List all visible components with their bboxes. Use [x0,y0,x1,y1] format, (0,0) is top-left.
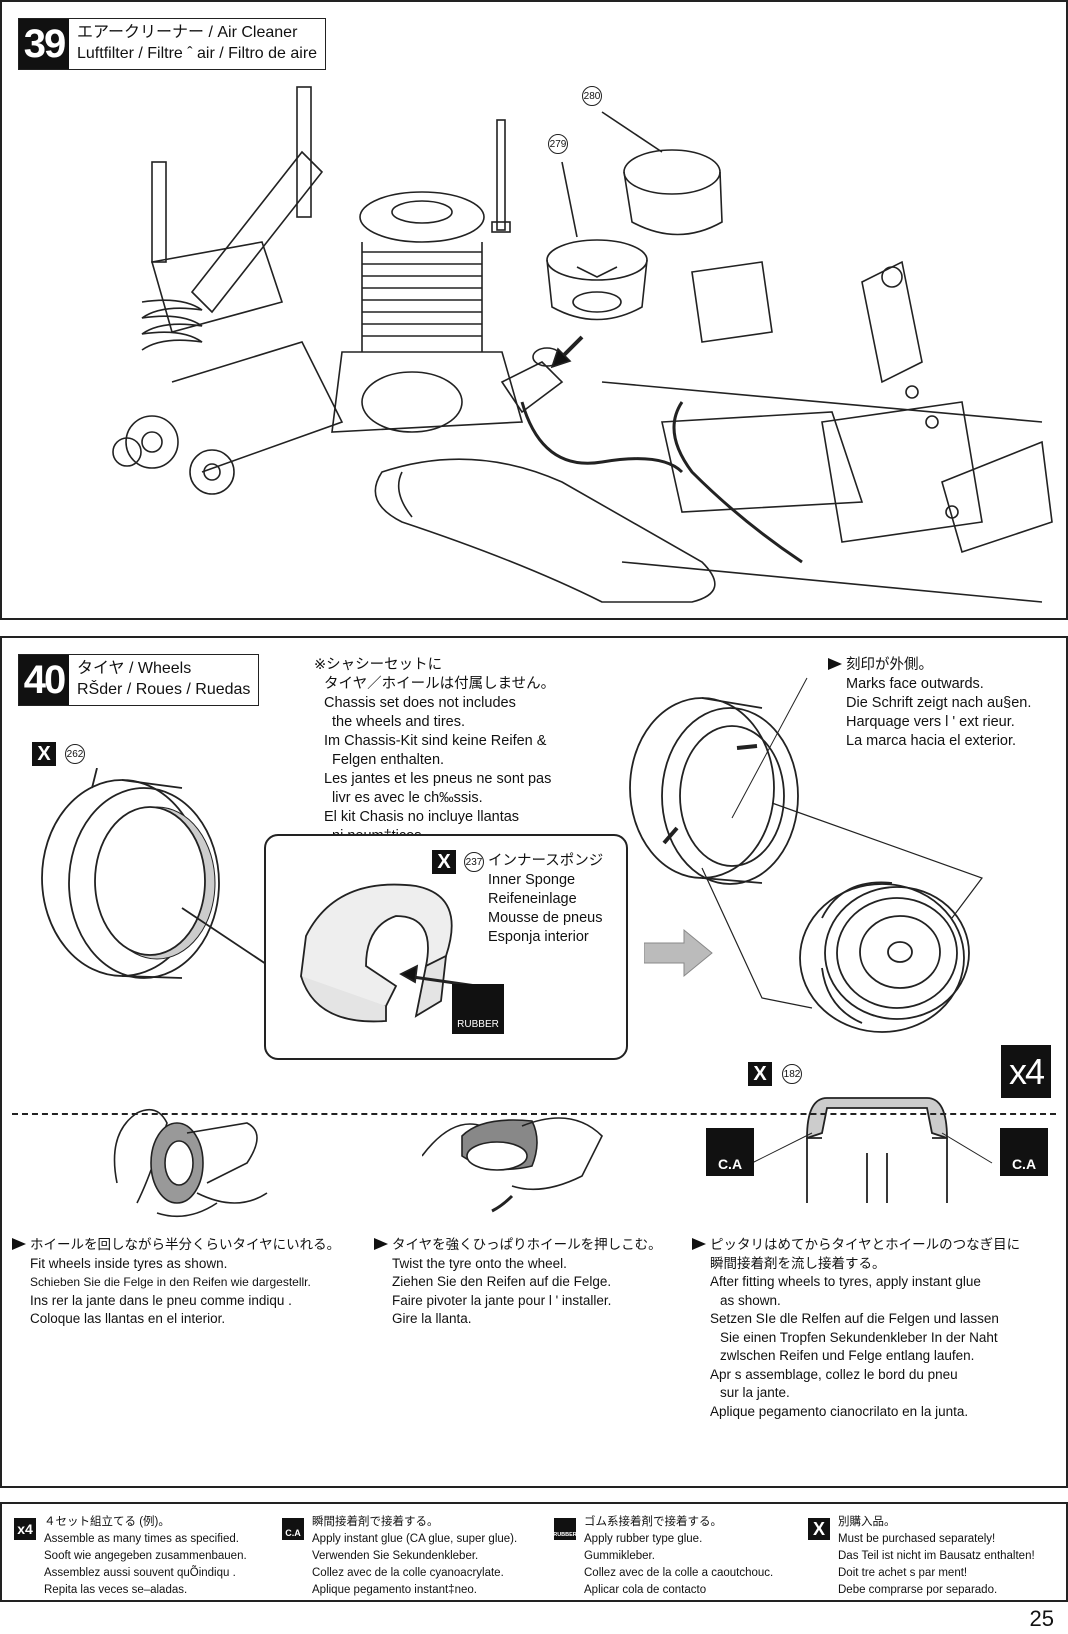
step-39-panel: 39 エアークリーナー / Air Cleaner Luftfilter / F… [0,0,1068,620]
hands-fit-wheel-illustration [113,1108,268,1218]
instruction-twist-tyre: タイヤを強くひっぱりホイールを押しこむ。 Twist the tyre onto… [374,1236,662,1329]
part-callout-279: 279 [548,134,568,154]
step-title-line1: エアークリーナー / Air Cleaner [77,24,298,41]
legend-x: 別購入品。 Must be purchased separately! Das … [838,1516,1035,1596]
part-callout-237: 237 [464,852,484,872]
part-callout-262: 262 [65,744,85,764]
hands-twist-tyre-illustration [422,1117,603,1213]
sponge-label: インナースポンジ Inner Sponge Reifeneinlage Mous… [488,853,604,945]
purchase-separately-icon: X [432,850,456,874]
legend-ca: 瞬間接着剤で接着する。 Apply instant glue (CA glue,… [312,1516,518,1596]
purchase-separately-icon: X [32,742,56,766]
tyre-illustration [41,768,273,979]
sponge-inset: X 237 インナースポンジ Inner Sponge Reifeneinlag… [264,834,628,1060]
rubber-glue-icon: RUBBER [452,984,504,1034]
step-title-line2: Luftfilter / Filtre ˆ air / Filtro de ai… [77,45,318,62]
engine-chassis-illustration [112,86,1053,603]
step-40-panel: 40 タイヤ / Wheels RŠder / Roues / Ruedas ※… [0,636,1068,1488]
glue-joint-illustration [751,1097,993,1203]
chassis-note: ※シャシーセットに タイヤ／ホイールは付属しません。 Chassis set d… [314,657,556,844]
pointer-icon [692,1238,706,1250]
pointer-icon [374,1238,388,1250]
part-callout-280: 280 [582,86,602,106]
part-callout-182: 182 [782,1064,802,1084]
step-39-header: 39 エアークリーナー / Air Cleaner Luftfilter / F… [18,18,327,70]
page-number: 25 [1029,1606,1054,1631]
ca-glue-icon: C.A [1000,1128,1048,1176]
rubber-glue-icon: RUBBER [553,1518,577,1540]
instruction-fit-wheels: ホイールを回しながら半分くらいタイヤにいれる。 Fit wheels insid… [12,1236,340,1329]
instruction-apply-glue: ピッタリはめてからタイヤとホイールのつなぎ目に 瞬間接着剤を流し接着する。 Af… [692,1236,1020,1421]
step-title-line2: RŠder / Roues / Ruedas [77,681,251,698]
pointer-icon [828,658,842,670]
ca-glue-icon: C.A [706,1128,754,1176]
x4-icon: x4 [14,1518,36,1540]
step-title: エアークリーナー / Air Cleaner Luftfilter / Filt… [69,19,325,69]
legend-rubber: ゴム系接着剤で接着する。 Apply rubber type glue. Gum… [584,1516,774,1596]
purchase-separately-icon: X [748,1062,772,1086]
x4-badge: x4 [1001,1045,1051,1098]
purchase-separately-icon: X [808,1518,830,1540]
next-arrow-icon [644,928,713,978]
pointer-icon [12,1238,26,1250]
step-number: 39 [19,19,69,69]
ca-glue-icon: C.A [282,1518,304,1540]
step-number: 40 [19,655,69,705]
step-title-line1: タイヤ / Wheels [77,660,192,677]
step-title: タイヤ / Wheels RŠder / Roues / Ruedas [69,655,258,705]
section-divider [12,1113,1056,1115]
sponge-illustration [300,883,477,1023]
marks-note: 刻印が外側。 Marks face outwards. Die Schrift … [828,656,1031,751]
step-40-header: 40 タイヤ / Wheels RŠder / Roues / Ruedas [18,654,260,706]
tyre-wheel-illustration [629,677,983,1033]
symbol-legend: x4 ４セット組立てる (例)。 Assemble as many times … [0,1502,1068,1602]
legend-x4: ４セット組立てる (例)。 Assemble as many times as … [44,1516,247,1596]
